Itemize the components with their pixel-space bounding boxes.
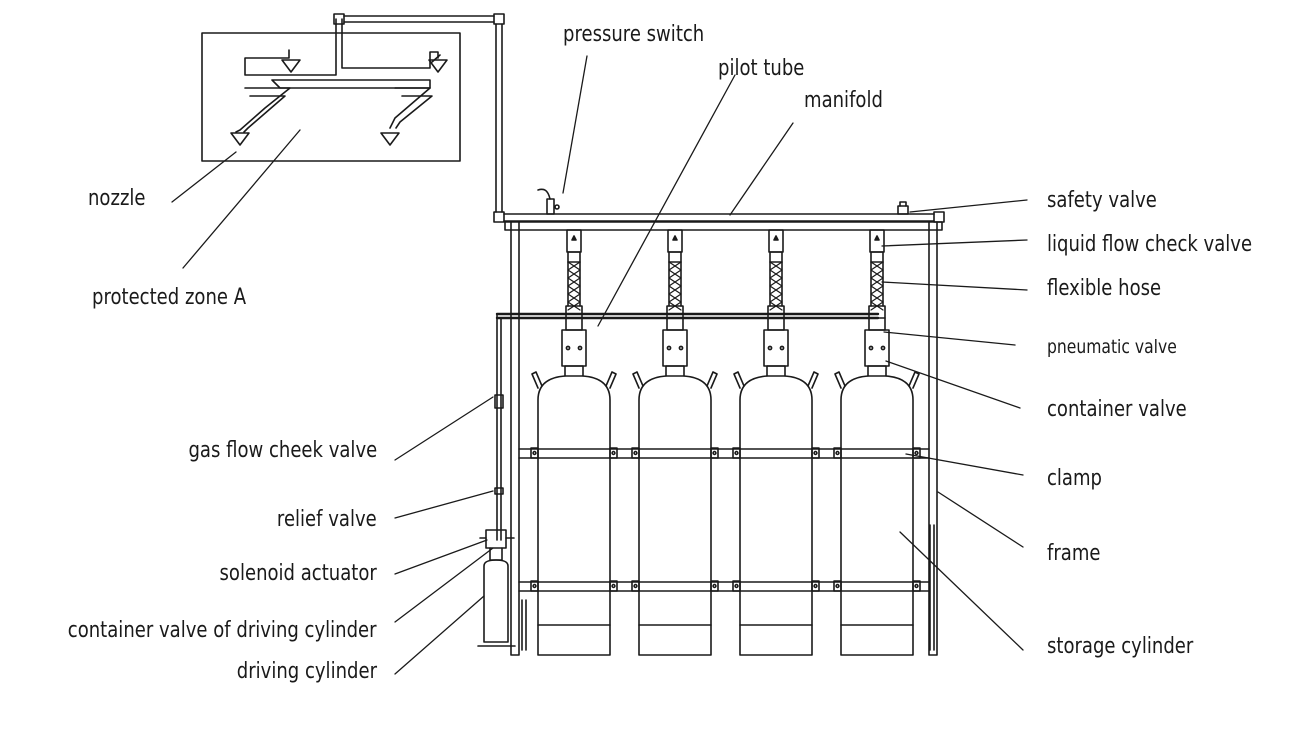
clamp-bars <box>518 448 930 592</box>
label-driving-cylinder: driving cylinder <box>236 659 377 684</box>
leader-lines <box>171 55 1028 675</box>
zone-piping <box>235 18 441 133</box>
label-manifold: manifold <box>804 88 883 113</box>
pilot-tube <box>494 312 880 541</box>
frame-shape <box>504 221 943 656</box>
label-safety-valve: safety valve <box>1047 188 1157 213</box>
riser-pipe <box>333 13 505 223</box>
label-frame: frame <box>1047 541 1101 566</box>
storage-cylinders <box>530 229 921 656</box>
label-storage-cylinder: storage cylinder <box>1047 634 1194 659</box>
label-relief-valve: relief valve <box>277 507 377 532</box>
label-container-valve: container valve <box>1047 397 1187 422</box>
storage-cylinder-3 <box>732 229 820 656</box>
label-gas-flow-check-valve: gas flow cheek valve <box>188 438 377 463</box>
storage-cylinder-4 <box>833 229 921 656</box>
label-liquid-flow-check-valve: liquid flow check valve <box>1047 232 1253 257</box>
manifold-pipe <box>503 201 945 223</box>
label-pneumatic-valve: pneumatic valve <box>1047 336 1177 358</box>
label-pressure-switch: pressure switch <box>563 22 705 47</box>
protected-zone-box <box>201 32 461 162</box>
storage-cylinder-2 <box>631 229 719 656</box>
pressure-switch-shape <box>537 188 560 215</box>
label-solenoid-actuator: solenoid actuator <box>219 561 377 586</box>
nozzle-shapes <box>230 59 448 146</box>
label-flexible-hose: flexible hose <box>1047 276 1162 301</box>
label-nozzle: nozzle <box>88 186 146 211</box>
label-pilot-tube: pilot tube <box>718 56 805 81</box>
storage-cylinder-1 <box>530 229 618 656</box>
label-driving-container-valve: container valve of driving cylinder <box>68 618 377 643</box>
label-protected-zone: protected zone A <box>92 285 247 310</box>
label-clamp: clamp <box>1047 466 1103 491</box>
driving-cylinder-group <box>477 529 516 647</box>
